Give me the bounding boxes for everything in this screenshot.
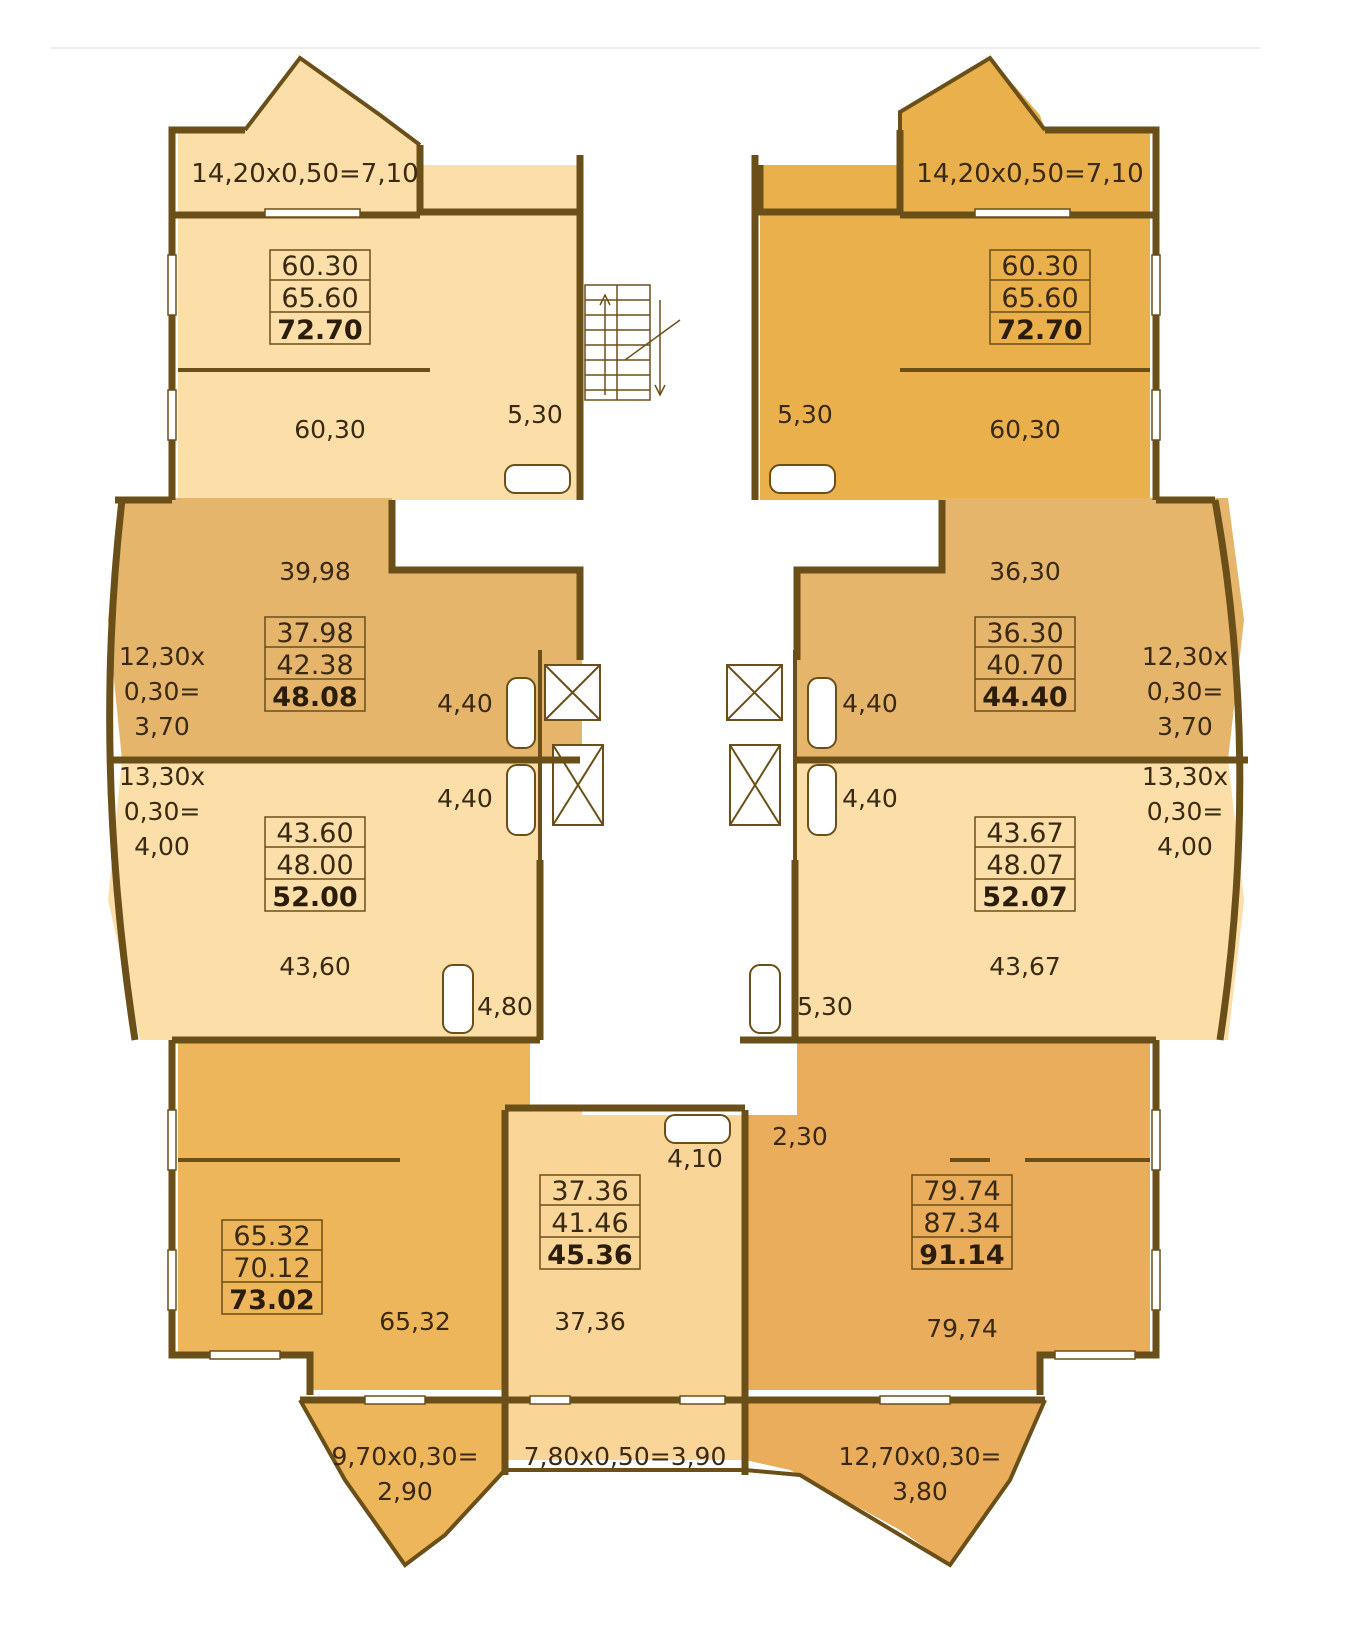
area-full-bottom-left: 73.02 (229, 1285, 314, 1316)
stair-hall (580, 155, 750, 500)
balcony-mid-left-upper-1: 12,30x (119, 642, 205, 671)
room-mid-left-upper: 39,98 (279, 557, 351, 586)
area-living-bottom-right: 79.74 (923, 1176, 1000, 1207)
balcony-mid-right-lower-3: 4,00 (1157, 832, 1213, 861)
area-box-bottom-left (221, 1219, 323, 1315)
bath-b-mid-right-lower: 5,30 (797, 992, 853, 1021)
elevators-left (544, 664, 604, 826)
room-top-right: 60,30 (989, 415, 1061, 444)
balcony-mid-left-upper-3: 3,70 (134, 712, 190, 741)
area-living-bottom-center: 37.36 (551, 1176, 628, 1207)
area-full-mid-right-upper: 44.40 (982, 682, 1067, 713)
apt-bottom-left[interactable] (178, 1040, 530, 1390)
area-total-mid-left-upper: 42.38 (276, 650, 353, 681)
bath-a-mid-right-lower: 4,40 (842, 784, 898, 813)
area-total-bottom-right: 87.34 (923, 1208, 1000, 1239)
balcony-mid-left-upper-2: 0,30= (124, 677, 201, 706)
corridor-lower (530, 1040, 790, 1110)
area-box-top-right (989, 249, 1091, 345)
bath-top-right: 5,30 (777, 400, 833, 429)
apt-mid-right-upper[interactable] (795, 498, 1244, 760)
balcony-top-left-label: 14,20x0,50=7,10 (191, 159, 418, 189)
balcony-mid-left-lower-1: 13,30x (119, 762, 205, 791)
balcony-mid-right-upper-3: 3,70 (1157, 712, 1213, 741)
balcony-bottom-right-1: 12,70x0,30= (839, 1442, 1002, 1471)
balcony-mid-left-lower-2: 0,30= (124, 797, 201, 826)
room-bottom-center: 37,36 (554, 1307, 626, 1336)
bath-bottom-right: 2,30 (772, 1122, 828, 1151)
bath-mid-left-upper: 4,40 (437, 689, 493, 718)
staircase (584, 284, 681, 401)
balcony-outline-top-left (243, 55, 422, 147)
area-full-bottom-right: 91.14 (919, 1240, 1004, 1271)
balcony-bottom-right-2: 3,80 (892, 1477, 948, 1506)
apt-mid-left-lower[interactable] (108, 760, 540, 1040)
room-top-left: 60,30 (294, 415, 366, 444)
area-full-mid-right-lower: 52.07 (982, 882, 1067, 913)
area-living-top-right: 60.30 (1001, 251, 1078, 282)
bay-right (1211, 499, 1244, 1041)
area-box-mid-left-lower (264, 816, 366, 912)
area-living-bottom-left: 65.32 (233, 1221, 310, 1252)
area-full-mid-left-lower: 52.00 (272, 882, 357, 913)
bath-b-mid-left-lower: 4,80 (477, 992, 533, 1021)
area-box-mid-right-upper (974, 616, 1076, 712)
balcony-mid-right-lower-1: 13,30x (1142, 762, 1228, 791)
area-full-mid-left-upper: 48.08 (272, 682, 357, 713)
bath-mid-right-upper: 4,40 (842, 689, 898, 718)
bath-top-left: 5,30 (507, 400, 563, 429)
area-total-bottom-left: 70.12 (233, 1253, 310, 1284)
area-living-mid-right-lower: 43.67 (986, 818, 1063, 849)
area-living-mid-left-upper: 37.98 (276, 618, 353, 649)
balcony-bottom-left-2: 2,90 (377, 1477, 433, 1506)
area-living-mid-left-lower: 43.60 (276, 818, 353, 849)
apt-mid-left-upper[interactable] (108, 498, 582, 760)
room-mid-right-upper: 36,30 (989, 557, 1061, 586)
room-bottom-left: 65,32 (379, 1307, 451, 1336)
room-bottom-right: 79,74 (926, 1314, 998, 1343)
balcony-outline-top-right (898, 55, 1047, 132)
balcony-outline-bottom-right (744, 1399, 1047, 1568)
bath-bottom-center: 4,10 (667, 1144, 723, 1173)
windows (167, 208, 1161, 1405)
apt-top-right[interactable] (760, 165, 1150, 500)
area-total-top-right: 65.60 (1001, 283, 1078, 314)
area-box-bottom-center (539, 1174, 641, 1270)
balcony-mid-right-lower-2: 0,30= (1147, 797, 1224, 826)
area-living-mid-right-upper: 36.30 (986, 618, 1063, 649)
balcony-bottom-left-1: 9,70x0,30= (331, 1442, 478, 1471)
area-living-top-left: 60.30 (281, 251, 358, 282)
apt-top-left[interactable] (178, 165, 580, 500)
bay-left (106, 499, 139, 1041)
area-box-mid-right-lower (974, 816, 1076, 912)
area-box-mid-left-upper (264, 616, 366, 712)
area-box-bottom-right (911, 1174, 1013, 1270)
area-total-mid-left-lower: 48.00 (276, 850, 353, 881)
bathtubs (442, 464, 837, 1144)
area-total-mid-right-lower: 48.07 (986, 850, 1063, 881)
elevators-right (726, 664, 783, 826)
area-total-mid-right-upper: 40.70 (986, 650, 1063, 681)
apt-bottom-right[interactable] (745, 1040, 1150, 1390)
partitions (178, 368, 1150, 1162)
area-full-bottom-center: 45.36 (547, 1240, 632, 1271)
area-full-top-left: 72.70 (277, 315, 362, 346)
apt-bottom-right-balcony[interactable] (745, 1400, 1045, 1565)
corridor-horizontal (392, 500, 942, 570)
area-full-top-right: 72.70 (997, 315, 1082, 346)
balcony-top-right-label: 14,20x0,50=7,10 (916, 159, 1143, 189)
room-mid-left-lower: 43,60 (279, 952, 351, 981)
balcony-mid-right-upper-2: 0,30= (1147, 677, 1224, 706)
bath-a-mid-left-lower: 4,40 (437, 784, 493, 813)
apt-mid-right-lower[interactable] (740, 760, 1244, 1040)
area-box-top-left (269, 249, 371, 345)
balcony-outline-bottom-left (298, 1399, 507, 1568)
balcony-bottom-center: 7,80x0,50=3,90 (524, 1442, 727, 1471)
balcony-mid-right-upper-1: 12,30x (1142, 642, 1228, 671)
balcony-mid-left-lower-3: 4,00 (134, 832, 190, 861)
area-total-bottom-center: 41.46 (551, 1208, 628, 1239)
room-mid-right-lower: 43,67 (989, 952, 1061, 981)
area-total-top-left: 65.60 (281, 283, 358, 314)
